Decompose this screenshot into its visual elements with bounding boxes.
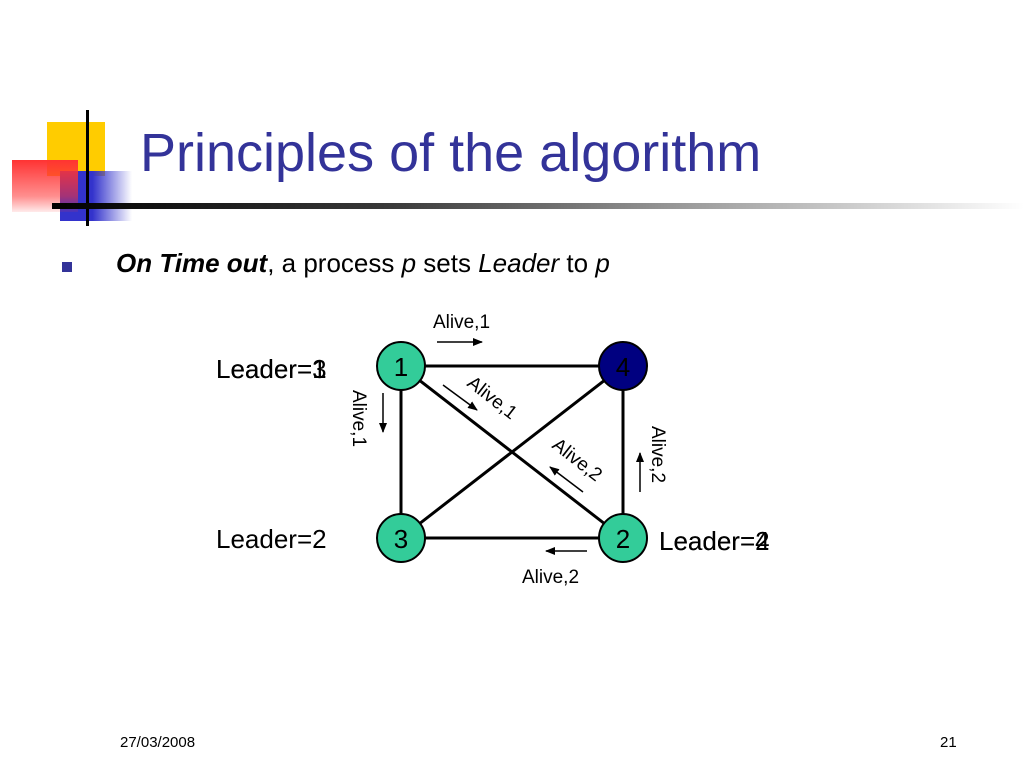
message-label-diag-1-2: Alive,1: [463, 372, 521, 424]
node-label: 2: [616, 524, 630, 554]
message-label-diag-2-1: Alive,2: [548, 434, 606, 486]
node-3: 3: [376, 513, 426, 563]
leader-label-node3: Leader=2: [216, 524, 327, 554]
leader-label-node1-a: Leader=1: [216, 354, 327, 384]
message-label-bottom: Alive,2: [522, 567, 579, 588]
bullet-square-icon: [62, 262, 72, 272]
footer-date: 27/03/2008: [120, 734, 196, 751]
node-2: 2: [598, 513, 648, 563]
node-label: 1: [394, 352, 408, 382]
bullet-process-var: p: [401, 248, 417, 278]
node-circle: [598, 513, 648, 563]
arrow-diagonal-down-icon: [442, 384, 478, 411]
deco-vertical-line: [86, 110, 89, 226]
bullet-leader-var: Leader: [478, 248, 560, 278]
leader-label-node2-a: Leader=4: [659, 526, 770, 556]
edge-4-3: [400, 364, 624, 540]
bullet-text-part: sets: [416, 248, 479, 278]
message-label-right: Alive,2: [647, 426, 668, 483]
leader-label-node2-b: Leader=2: [659, 526, 770, 556]
edges: [399, 364, 625, 540]
bullet-process-var: p: [595, 248, 610, 278]
bullet-text-part: , a process: [267, 248, 402, 278]
node-circle-highlight: [598, 341, 648, 391]
node-4: 4: [598, 341, 648, 391]
node-label: 3: [394, 524, 408, 554]
title-underline: [52, 203, 1024, 209]
bullet-text: On Time out, a process p sets Leader to …: [116, 248, 610, 279]
footer-page-number: 21: [940, 734, 957, 751]
node-circle: [376, 513, 426, 563]
arrow-diagonal-up-icon: [549, 466, 584, 493]
message-label-left: Alive,1: [348, 390, 369, 447]
bullet-emphasis: On Time out: [116, 248, 268, 278]
node-circle: [376, 341, 426, 391]
node-label: 4: [616, 352, 630, 382]
message-label-top: Alive,1: [433, 312, 490, 333]
bullet-text-part: to: [559, 248, 596, 278]
leader-label-node1-b: Leader=3: [216, 354, 327, 384]
slide-title: Principles of the algorithm: [140, 123, 762, 183]
node-1: 1: [376, 341, 426, 391]
